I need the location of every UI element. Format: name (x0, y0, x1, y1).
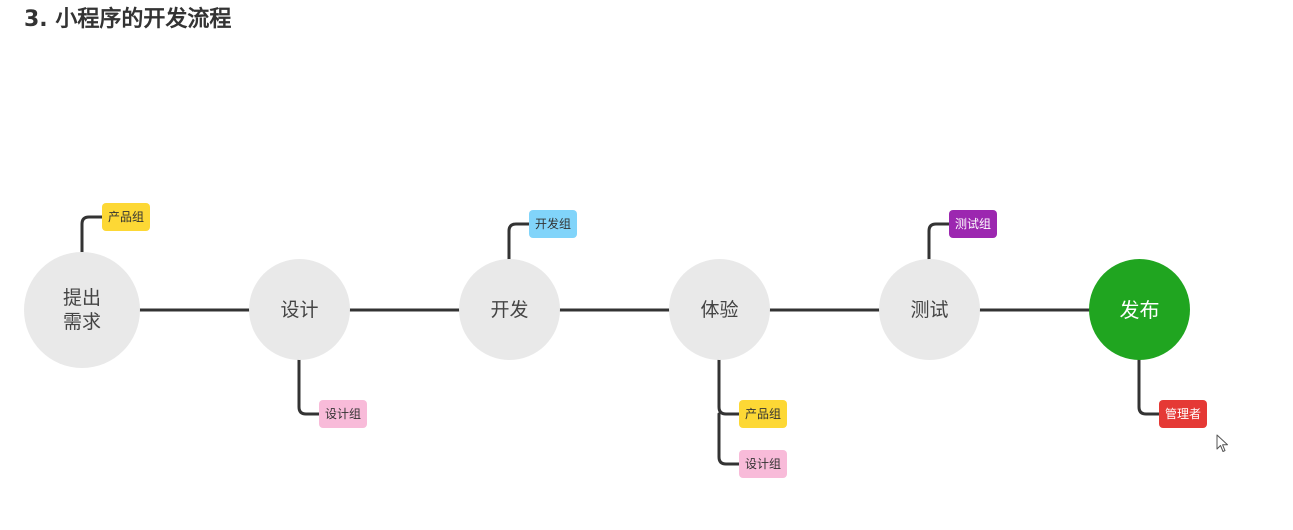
page-title: 3. 小程序的开发流程 (24, 7, 232, 32)
node-label: 提出 需求 (62, 287, 101, 333)
node-label: 体验 (700, 298, 739, 321)
tag-test-team[interactable]: 测试组 (949, 210, 998, 238)
node-test[interactable]: 测试 (879, 259, 980, 360)
node-label: 发布 (1119, 297, 1160, 322)
node-design[interactable]: 设计 (249, 259, 350, 360)
mouse-cursor-icon (1216, 434, 1228, 452)
node-experience[interactable]: 体验 (669, 259, 770, 360)
node-label: 设计 (280, 298, 319, 321)
node-label: 测试 (910, 298, 949, 321)
tag-design-team[interactable]: 设计组 (739, 450, 788, 478)
branch-edge-design-2 (717, 412, 741, 466)
branch-edge-product-2 (717, 358, 741, 416)
tag-dev-team[interactable]: 开发组 (529, 210, 578, 238)
node-publish[interactable]: 发布 (1089, 259, 1190, 360)
tag-product-team[interactable]: 产品组 (739, 400, 788, 428)
branch-edge-product-1 (80, 215, 104, 254)
branch-edge-test (927, 222, 951, 261)
node-requirements[interactable]: 提出 需求 (24, 252, 140, 368)
tag-manager[interactable]: 管理者 (1159, 400, 1208, 428)
tag-design-team[interactable]: 设计组 (319, 400, 368, 428)
branch-edge-design-1 (297, 358, 321, 416)
branch-edge-manager (1137, 358, 1161, 416)
node-develop[interactable]: 开发 (459, 259, 560, 360)
branch-edge-dev (507, 222, 531, 261)
node-label: 开发 (490, 298, 529, 321)
tag-product-team[interactable]: 产品组 (102, 203, 151, 231)
